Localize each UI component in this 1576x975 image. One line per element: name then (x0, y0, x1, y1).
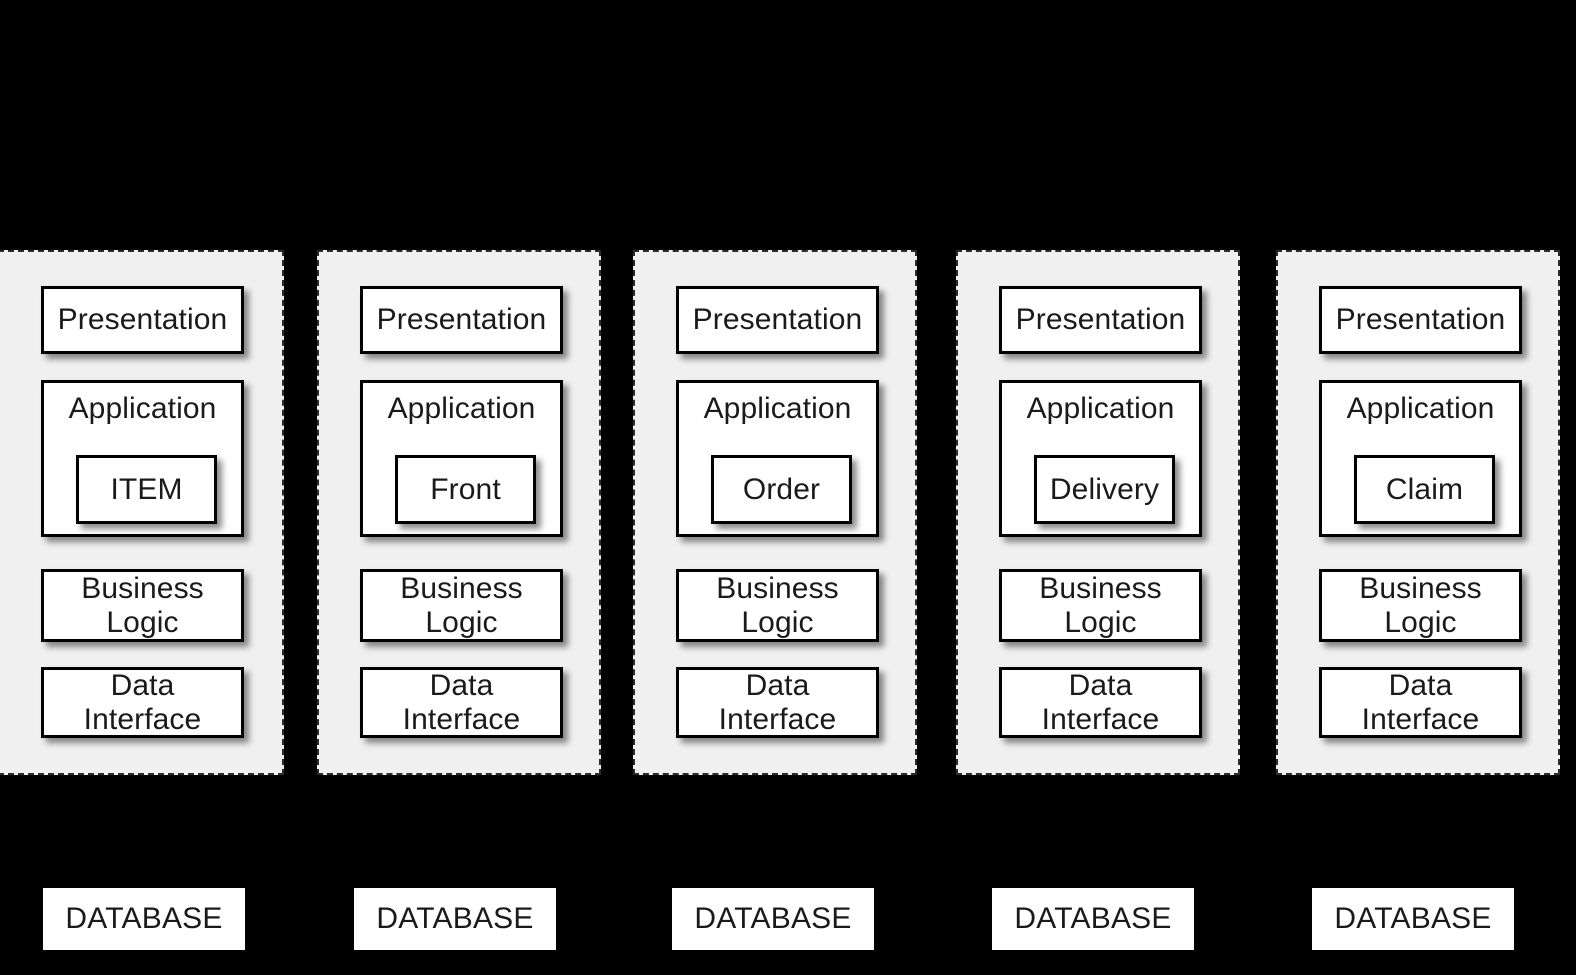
service-container-3[interactable]: Presentation Application Delivery Busine… (956, 250, 1240, 775)
database-label: DATABASE (694, 902, 852, 935)
presentation-layer-3[interactable]: Presentation (999, 286, 1202, 354)
application-layer-3[interactable]: Application Delivery (999, 380, 1202, 537)
data-interface-label: Data Interface (83, 668, 202, 736)
application-component-box-3[interactable]: Delivery (1034, 455, 1175, 524)
data-interface-label: Data Interface (1041, 668, 1160, 736)
presentation-label: Presentation (1335, 303, 1506, 337)
presentation-layer-1[interactable]: Presentation (360, 286, 563, 354)
application-label: Application (1346, 392, 1495, 425)
data-interface-layer-1[interactable]: Data Interface (360, 667, 563, 738)
data-interface-layer-2[interactable]: Data Interface (676, 667, 879, 738)
presentation-label: Presentation (692, 303, 863, 337)
database-label: DATABASE (1014, 902, 1172, 935)
presentation-label: Presentation (376, 303, 547, 337)
database-box-1[interactable]: DATABASE (354, 888, 556, 950)
application-label: Application (68, 392, 217, 425)
data-interface-layer-0[interactable]: Data Interface (41, 667, 244, 738)
application-component-box-1[interactable]: Front (395, 455, 536, 524)
service-container-0[interactable]: Presentation Application ITEM Business L… (0, 250, 284, 775)
data-interface-label: Data Interface (1361, 668, 1480, 736)
data-interface-layer-4[interactable]: Data Interface (1319, 667, 1522, 738)
presentation-label: Presentation (57, 303, 228, 337)
database-box-4[interactable]: DATABASE (1312, 888, 1514, 950)
application-component-label: ITEM (110, 472, 183, 506)
presentation-layer-2[interactable]: Presentation (676, 286, 879, 354)
business-logic-label: Business Logic (81, 571, 204, 639)
data-interface-label: Data Interface (718, 668, 837, 736)
application-layer-1[interactable]: Application Front (360, 380, 563, 537)
application-layer-2[interactable]: Application Order (676, 380, 879, 537)
presentation-label: Presentation (1015, 303, 1186, 337)
data-interface-label: Data Interface (402, 668, 521, 736)
business-logic-layer-3[interactable]: Business Logic (999, 569, 1202, 642)
application-layer-0[interactable]: Application ITEM (41, 380, 244, 537)
application-component-label: Claim (1385, 472, 1464, 506)
application-component-label: Order (742, 472, 821, 506)
presentation-layer-4[interactable]: Presentation (1319, 286, 1522, 354)
application-component-box-0[interactable]: ITEM (76, 455, 217, 524)
application-component-box-4[interactable]: Claim (1354, 455, 1495, 524)
business-logic-label: Business Logic (1359, 571, 1482, 639)
database-label: DATABASE (376, 902, 534, 935)
application-layer-4[interactable]: Application Claim (1319, 380, 1522, 537)
application-component-label: Delivery (1049, 472, 1160, 506)
data-interface-layer-3[interactable]: Data Interface (999, 667, 1202, 738)
database-label: DATABASE (65, 902, 223, 935)
business-logic-label: Business Logic (400, 571, 523, 639)
database-label: DATABASE (1334, 902, 1492, 935)
business-logic-layer-4[interactable]: Business Logic (1319, 569, 1522, 642)
business-logic-layer-0[interactable]: Business Logic (41, 569, 244, 642)
application-label: Application (1026, 392, 1175, 425)
service-container-1[interactable]: Presentation Application Front Business … (317, 250, 601, 775)
application-label: Application (387, 392, 536, 425)
business-logic-layer-2[interactable]: Business Logic (676, 569, 879, 642)
presentation-layer-0[interactable]: Presentation (41, 286, 244, 354)
service-container-2[interactable]: Presentation Application Order Business … (633, 250, 917, 775)
business-logic-label: Business Logic (1039, 571, 1162, 639)
application-component-box-2[interactable]: Order (711, 455, 852, 524)
business-logic-layer-1[interactable]: Business Logic (360, 569, 563, 642)
database-box-0[interactable]: DATABASE (43, 888, 245, 950)
business-logic-label: Business Logic (716, 571, 839, 639)
database-box-3[interactable]: DATABASE (992, 888, 1194, 950)
service-container-4[interactable]: Presentation Application Claim Business … (1276, 250, 1560, 775)
application-component-label: Front (430, 472, 501, 506)
application-label: Application (703, 392, 852, 425)
database-box-2[interactable]: DATABASE (672, 888, 874, 950)
